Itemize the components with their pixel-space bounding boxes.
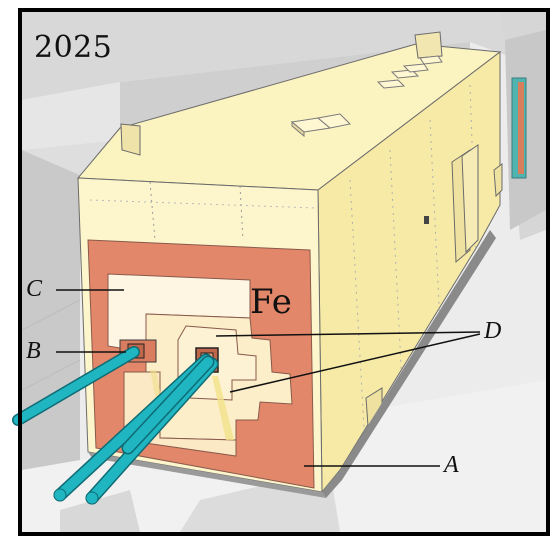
material-label-fe: Fe: [250, 282, 292, 322]
frame-edge-left: [0, 0, 8, 540]
figure-frame: [18, 8, 550, 536]
leader-d-1: [215, 331, 481, 337]
label-d: D: [484, 318, 502, 344]
label-a: A: [444, 452, 459, 478]
beam-pipes: [12, 346, 219, 505]
label-b: B: [26, 338, 41, 364]
leader-d-2: [229, 333, 481, 393]
year-label: 2025: [34, 30, 113, 65]
leader-lines: [56, 289, 481, 467]
label-c: C: [26, 276, 43, 302]
